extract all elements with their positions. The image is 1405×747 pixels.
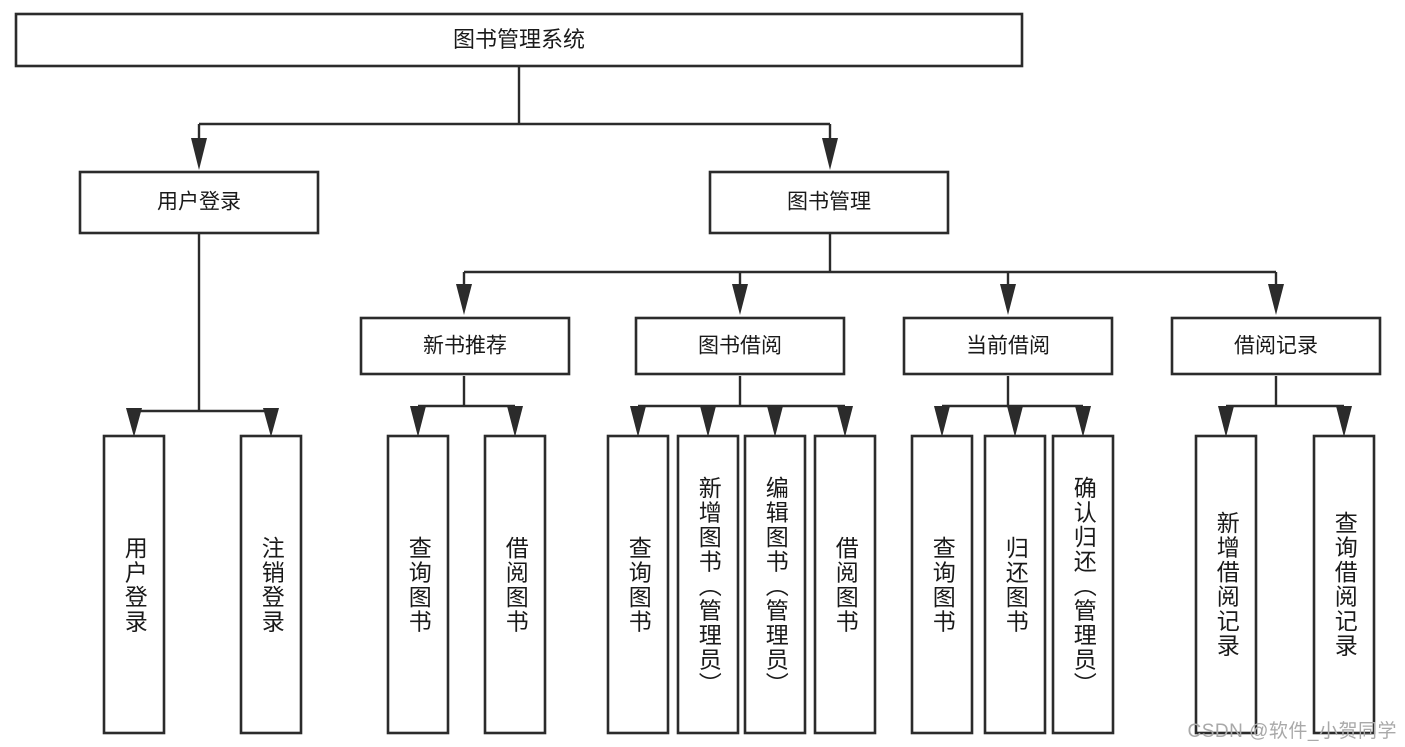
- leaf-box-borrow-record-0[interactable]: [1194, 434, 1258, 735]
- leaf-box-borrow-record-1[interactable]: [1312, 434, 1376, 735]
- arrow-head-leaf-new-book-0: [410, 406, 426, 437]
- connectors-book-borrow-to-leaves: [630, 376, 853, 437]
- connectors-new-book-to-leaves: [410, 376, 523, 437]
- arrow-head-leaf-user-login-1: [263, 408, 279, 437]
- node-book-borrow-label: 图书借阅: [698, 335, 782, 358]
- node-user-login-label: 用户登录: [157, 191, 241, 214]
- node-new-book-box[interactable]: [359, 316, 571, 376]
- node-current-borrow[interactable]: 当前借阅: [902, 316, 1114, 376]
- node-book-manage-box[interactable]: [708, 170, 950, 235]
- arrow-head-leaf-book-borrow-3: [837, 406, 853, 437]
- node-root-system-label: 图书管理系统: [453, 27, 585, 52]
- leaf-box-user-login-0[interactable]: [102, 434, 166, 735]
- leaf-box-book-borrow-1[interactable]: [676, 434, 740, 735]
- node-borrow-record[interactable]: 借阅记录: [1170, 316, 1382, 376]
- connectors-book-manage-to-level3: [456, 233, 1284, 315]
- node-current-borrow-box[interactable]: [902, 316, 1114, 376]
- node-borrow-record-label: 借阅记录: [1234, 335, 1318, 358]
- arrow-head-leaf-current-borrow-1: [1007, 406, 1023, 437]
- arrow-head-leaf-user-login-0: [126, 408, 142, 437]
- arrow-head-leaf-borrow-record-1: [1336, 406, 1352, 437]
- arrow-head-borrow-record: [1268, 284, 1284, 315]
- arrow-head-leaf-borrow-record-0: [1218, 406, 1234, 437]
- node-new-book[interactable]: 新书推荐: [359, 316, 571, 376]
- arrow-head-book-borrow: [732, 284, 748, 315]
- arrow-head-leaf-current-borrow-0: [934, 406, 950, 437]
- node-book-borrow[interactable]: 图书借阅: [634, 316, 846, 376]
- leaf-box-new-book-0[interactable]: [386, 434, 450, 735]
- arrow-head-leaf-book-borrow-0: [630, 406, 646, 437]
- arrow-head-leaf-book-borrow-2: [767, 406, 783, 437]
- node-book-manage[interactable]: 图书管理: [708, 170, 950, 235]
- node-book-borrow-box[interactable]: [634, 316, 846, 376]
- node-borrow-record-box[interactable]: [1170, 316, 1382, 376]
- arrow-head-new-book: [456, 284, 472, 315]
- node-book-manage-label: 图书管理: [787, 191, 871, 214]
- node-user-login[interactable]: 用户登录: [78, 170, 320, 235]
- connectors-user-login-to-leaves: [126, 233, 279, 437]
- leaf-box-current-borrow-2[interactable]: [1051, 434, 1115, 735]
- leaf-box-user-login-1[interactable]: [239, 434, 303, 735]
- leaf-box-book-borrow-3[interactable]: [813, 434, 877, 735]
- node-user-login-box[interactable]: [78, 170, 320, 235]
- watermark-text: CSDN @软件_小贺同学: [1187, 721, 1397, 742]
- arrow-head-current-borrow: [1000, 284, 1016, 315]
- leaf-box-current-borrow-0[interactable]: [910, 434, 974, 735]
- leaf-box-book-borrow-0[interactable]: [606, 434, 670, 735]
- arrow-head-book-manage: [822, 138, 838, 170]
- node-root-system-box[interactable]: [14, 12, 1024, 68]
- arrow-head-leaf-book-borrow-1: [700, 406, 716, 437]
- leaf-boxes-book-borrow: [606, 434, 877, 735]
- node-root-system[interactable]: 图书管理系统: [14, 12, 1024, 68]
- connectors-current-borrow-to-leaves: [934, 376, 1091, 437]
- connectors-borrow-record-to-leaves: [1218, 376, 1352, 437]
- node-new-book-label: 新书推荐: [423, 335, 507, 358]
- node-current-borrow-label: 当前借阅: [966, 335, 1050, 358]
- leaf-boxes-new-book: [386, 434, 547, 735]
- leaf-box-book-borrow-2[interactable]: [743, 434, 807, 735]
- leaf-boxes-user-login: [102, 434, 303, 735]
- connectors-root-to-level2: [191, 66, 838, 170]
- leaf-boxes-borrow-record: [1194, 434, 1376, 735]
- arrow-head-leaf-current-borrow-2: [1075, 406, 1091, 437]
- arrow-head-user-login: [191, 138, 207, 170]
- leaf-boxes-current-borrow: [910, 434, 1115, 735]
- leaf-box-new-book-1[interactable]: [483, 434, 547, 735]
- arrow-head-leaf-new-book-1: [507, 406, 523, 437]
- leaf-box-current-borrow-1[interactable]: [983, 434, 1047, 735]
